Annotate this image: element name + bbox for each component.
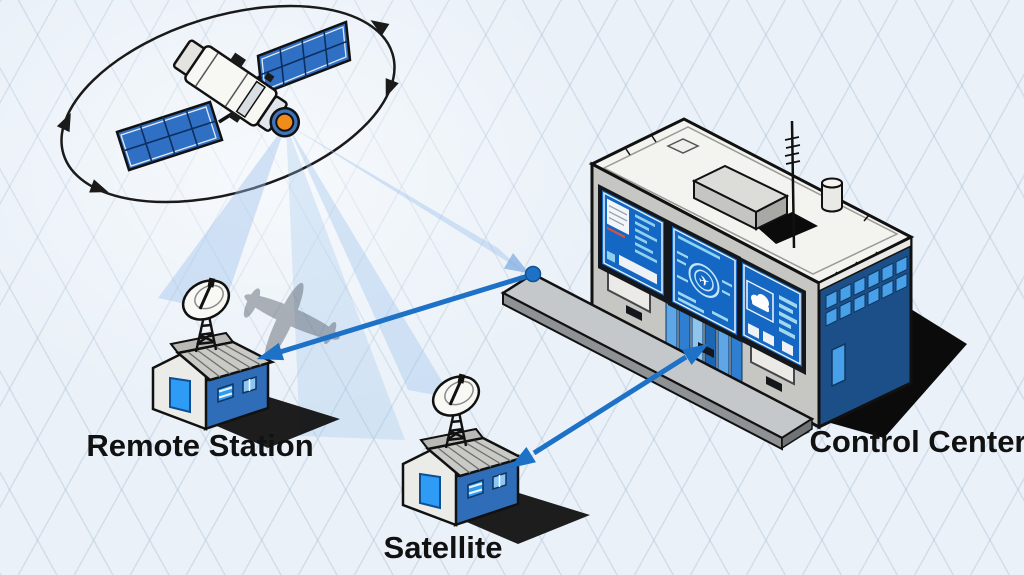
orbit-arrow-icon	[370, 20, 390, 36]
satellite-body	[172, 39, 301, 138]
lens-icon	[275, 112, 295, 132]
side-door	[831, 342, 846, 388]
signal-links	[256, 265, 709, 469]
orbit-arrow-icon	[89, 179, 109, 193]
link-control-to-satellite-station	[509, 343, 709, 469]
cloud-chart-icon	[751, 294, 769, 313]
background-glow	[0, 0, 610, 420]
orbit-arrow-icon	[56, 112, 71, 133]
link-control-to-remote	[256, 272, 532, 361]
solar-panel	[115, 100, 224, 172]
control-screen-3	[738, 256, 806, 392]
satellite-station-label: Satellite	[383, 530, 503, 565]
rooftop-tank	[821, 177, 843, 213]
beam-arrowhead-icon	[503, 253, 530, 274]
control-center-label: Control Center	[809, 424, 1024, 459]
antenna-mast-icon	[784, 120, 801, 249]
control-screen-2: ✈	[668, 220, 741, 358]
solar-panel	[256, 20, 352, 96]
remote-station-label: Remote Station	[86, 428, 314, 463]
control-center-building: ✈	[500, 117, 967, 451]
orbiting-satellite-icon	[115, 20, 352, 172]
rooftop-unit	[691, 164, 818, 244]
orbit-arrow-icon	[385, 78, 399, 98]
control-screen-1	[598, 184, 668, 321]
side-windows	[825, 255, 908, 327]
orbit-path	[56, 4, 399, 204]
link-node-dot	[524, 265, 542, 283]
roof-hatch	[666, 138, 700, 154]
signal-beams	[158, 124, 530, 440]
